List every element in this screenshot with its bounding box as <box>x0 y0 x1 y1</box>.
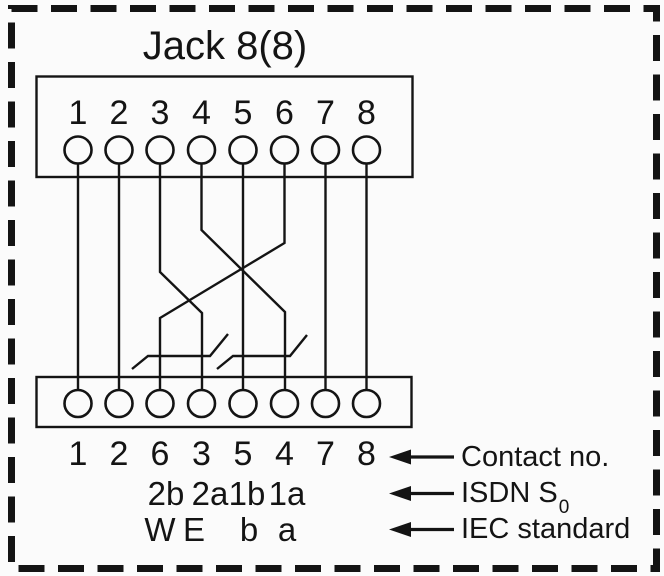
isdn-pair-label: 1a <box>268 475 306 512</box>
iec-standard-label: E <box>182 511 206 548</box>
top-contact-number: 1 <box>68 94 88 132</box>
legend-row-contact-no: Contact no. <box>461 441 610 473</box>
wires <box>76 163 368 390</box>
wire-contact-3 <box>158 163 204 390</box>
iec-standard-label: a <box>277 511 297 548</box>
bottom-contact-number: 4 <box>275 435 294 473</box>
wire-contact-6 <box>158 163 286 390</box>
legend-isdn-text: ISDN S <box>461 477 558 509</box>
isdn-pair-label: 2a <box>191 475 229 512</box>
top-contact-circles <box>63 135 382 165</box>
legend-arrows <box>389 449 454 537</box>
bottom-contact-number: 6 <box>150 435 170 473</box>
bottom-contact-number: 7 <box>316 435 335 473</box>
bottom-contact-circle <box>63 388 93 419</box>
top-contact-number: 6 <box>275 94 294 132</box>
twist-symbol-pair-1 <box>131 333 229 370</box>
arrow-left-icon <box>389 522 454 537</box>
iec-standard-label: W <box>144 511 176 548</box>
bottom-contact-circles <box>63 388 382 419</box>
bottom-contact-number: 8 <box>357 435 376 473</box>
bottom-contact-number: 2 <box>109 435 129 473</box>
top-contact-circle <box>104 135 134 165</box>
top-contact-number: 5 <box>233 94 253 132</box>
top-contact-number: 7 <box>316 94 335 132</box>
legend-isdn-subscript: 0 <box>558 496 570 518</box>
isdn-pair-label: 2b <box>147 475 185 512</box>
bottom-contact-circle <box>145 388 175 419</box>
bottom-contact-circle <box>269 388 300 419</box>
top-contact-circle <box>269 135 300 165</box>
isdn-pair-label: 1b <box>228 475 266 512</box>
top-contact-number: 8 <box>357 94 376 132</box>
bottom-contact-circle <box>310 388 341 419</box>
bottom-contact-number: 1 <box>68 435 88 473</box>
bottom-contact-circle <box>104 388 134 419</box>
top-contact-circle <box>351 135 382 165</box>
top-connector-box <box>35 75 414 179</box>
bottom-contact-number: 3 <box>192 435 211 473</box>
top-contact-circle <box>63 135 93 165</box>
bottom-contact-circle <box>186 388 217 419</box>
bottom-connector-box <box>35 375 413 429</box>
top-contact-circle <box>310 135 341 165</box>
diagram-title: Jack 8(8) <box>142 24 308 68</box>
top-contact-number: 2 <box>109 94 129 132</box>
legend-row-iec-standard: IEC standard <box>461 513 631 545</box>
arrow-left-icon <box>389 486 454 501</box>
dashed-border <box>8 5 660 572</box>
top-contact-number: 3 <box>150 94 170 132</box>
twist-symbol-pair-2 <box>216 334 308 370</box>
iec-standard-label: b <box>239 511 259 548</box>
arrow-left-icon <box>389 449 454 465</box>
top-contact-number: 4 <box>192 94 211 132</box>
bottom-contact-number: 5 <box>233 435 253 473</box>
bottom-contact-circle <box>228 388 258 419</box>
twist-symbols <box>131 333 308 370</box>
legend-row-isdn-s0: ISDN S0 <box>461 477 569 517</box>
top-contact-circle <box>186 135 217 165</box>
top-contact-circle <box>145 135 175 165</box>
top-contact-circle <box>228 135 258 165</box>
bottom-contact-circle <box>351 388 382 419</box>
